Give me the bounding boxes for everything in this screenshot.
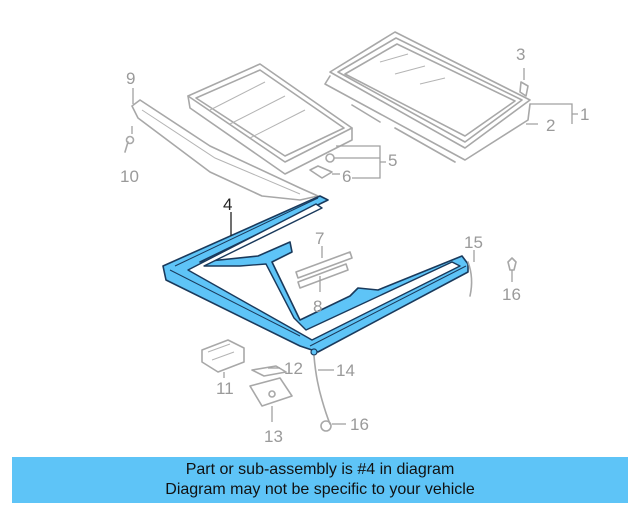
deflector-part-9 — [131, 88, 319, 201]
drain-hose-part-15 — [467, 250, 475, 297]
sunshade-panel — [187, 63, 353, 175]
callout-15: 15 — [464, 233, 483, 252]
glass-panel-assembly — [324, 31, 531, 163]
rail-part-7-8 — [295, 246, 353, 292]
callout-16-right: 16 — [502, 285, 521, 304]
parts-diagram: 1 2 3 4 5 6 7 8 9 10 11 12 13 14 15 16 1… — [120, 31, 589, 446]
callout-12: 12 — [284, 359, 303, 378]
clip-part-16-bottom — [320, 420, 346, 432]
leader-1-2 — [526, 103, 578, 125]
motor-part-13 — [249, 377, 293, 422]
part-12 — [251, 365, 287, 377]
info-banner: Part or sub-assembly is #4 in diagram Di… — [12, 457, 628, 503]
callout-1: 1 — [580, 105, 589, 124]
sunroof-frame-part-4 — [162, 195, 469, 356]
callout-9: 9 — [126, 69, 135, 88]
banner-line-disclaimer: Diagram may not be specific to your vehi… — [165, 481, 475, 498]
callout-10: 10 — [120, 167, 139, 186]
bracket-part-6 — [309, 165, 340, 179]
callout-8: 8 — [313, 297, 322, 316]
callout-11: 11 — [216, 379, 234, 398]
clip-part-10 — [124, 126, 135, 153]
callout-6: 6 — [342, 167, 351, 186]
callout-16-bottom: 16 — [350, 415, 369, 434]
callout-5: 5 — [388, 151, 397, 170]
callout-2: 2 — [546, 116, 555, 135]
callout-7: 7 — [315, 229, 324, 248]
clip-part-3 — [519, 68, 529, 97]
drain-hose-part-14 — [313, 355, 334, 425]
bracket-part-5 — [325, 145, 386, 179]
bracket-part-11 — [201, 339, 245, 378]
callout-4: 4 — [223, 195, 232, 214]
frame-inner — [187, 203, 461, 341]
banner-line-part: Part or sub-assembly is #4 in diagram — [185, 461, 455, 478]
clip-part-16-right — [507, 257, 517, 282]
callout-14: 14 — [336, 361, 355, 380]
callout-13: 13 — [264, 427, 283, 446]
callout-3: 3 — [516, 45, 525, 64]
